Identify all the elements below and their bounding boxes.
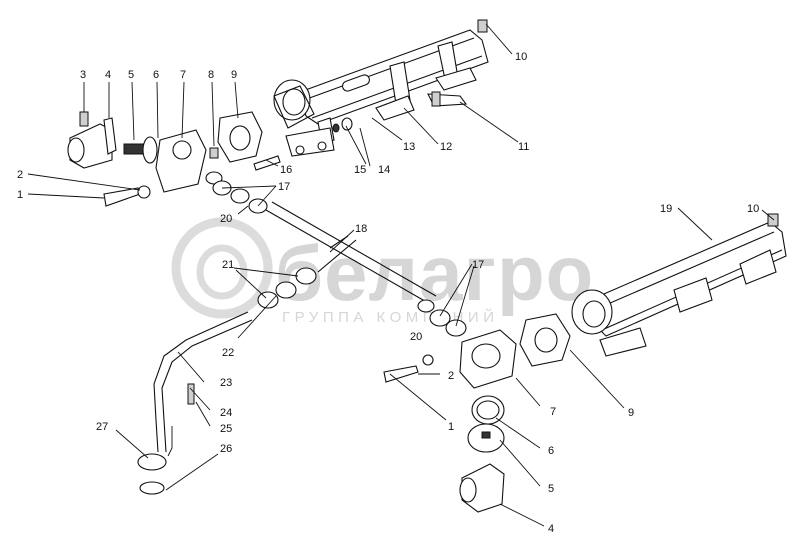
callout-6: 6 [548, 445, 554, 457]
watermark-brand: белагро [275, 229, 594, 317]
callout-24: 24 [220, 407, 232, 419]
callout-1: 1 [448, 421, 454, 433]
upper-manifold [273, 19, 489, 157]
callout-10: 10 [515, 51, 527, 63]
callout-12: 12 [440, 141, 452, 153]
callout-27: 27 [96, 421, 108, 433]
callout-5: 5 [548, 483, 554, 495]
watermark: белагро ГРУППА КОМПАНИЙ [171, 217, 594, 326]
callout-2: 2 [17, 169, 23, 181]
callout-20: 20 [220, 213, 232, 225]
callout-17: 17 [472, 259, 484, 271]
callout-26: 26 [220, 443, 232, 455]
connecting-tubes [212, 180, 467, 337]
callout-6: 6 [153, 69, 159, 81]
callout-10: 10 [747, 203, 759, 215]
callout-9: 9 [628, 407, 634, 419]
callout-4: 4 [548, 523, 554, 535]
callout-labels: 3 4 5 6 7 8 9 10 11 12 13 14 15 16 17 2 … [17, 51, 759, 535]
callout-9: 9 [231, 69, 237, 81]
callout-15: 15 [354, 164, 366, 176]
watermark-tagline: ГРУППА КОМПАНИЙ [282, 308, 498, 326]
callout-20: 20 [410, 331, 422, 343]
right-manifold [571, 213, 787, 357]
callout-19: 19 [660, 203, 672, 215]
callout-13: 13 [403, 141, 415, 153]
callout-8: 8 [208, 69, 214, 81]
callout-16: 16 [280, 164, 292, 176]
leader-lines [27, 23, 775, 527]
callout-1: 1 [17, 189, 23, 201]
left-thermostat-group [67, 111, 281, 207]
callout-25: 25 [220, 423, 232, 435]
callout-23: 23 [220, 377, 232, 389]
callout-7: 7 [550, 406, 556, 418]
callout-11: 11 [518, 141, 529, 153]
callout-21: 21 [222, 259, 234, 271]
callout-17: 17 [278, 181, 290, 193]
outlet-pipe [137, 311, 253, 495]
callout-2: 2 [448, 370, 454, 382]
watermark-logo-icon [171, 217, 273, 319]
callout-4: 4 [105, 69, 111, 81]
callout-18: 18 [355, 223, 367, 235]
callout-7: 7 [180, 69, 186, 81]
callout-22: 22 [222, 347, 234, 359]
callout-5: 5 [128, 69, 134, 81]
right-thermostat-group [383, 313, 571, 513]
callout-3: 3 [80, 69, 86, 81]
callout-14: 14 [378, 164, 390, 176]
